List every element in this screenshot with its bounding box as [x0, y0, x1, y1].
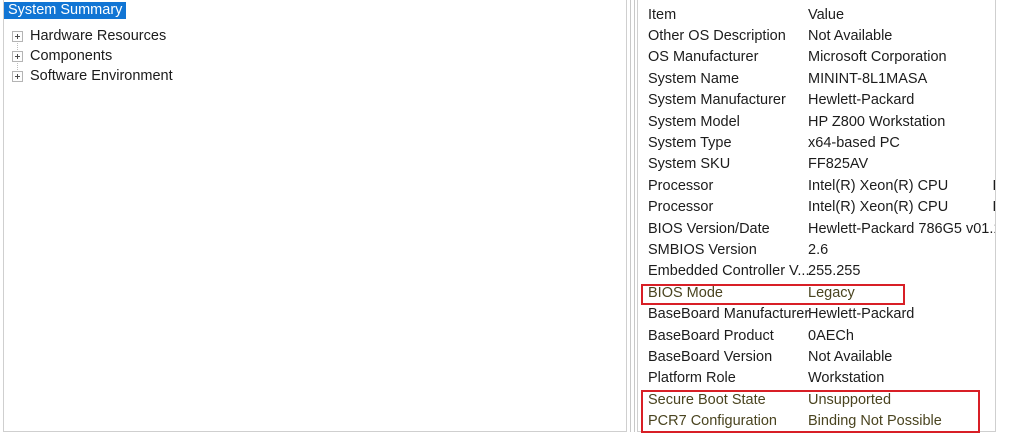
tree-item-hardware-resources[interactable]: Hardware Resources — [12, 26, 166, 46]
details-row-item: System Manufacturer — [648, 92, 786, 109]
details-row-value: 2.6 — [808, 241, 829, 258]
details-row[interactable]: BaseBoard Product 0AECh — [638, 326, 995, 347]
details-row-value: Unsupported — [808, 391, 892, 408]
details-row-item: SMBIOS Version — [648, 241, 757, 258]
details-row-item: Embedded Controller V... — [648, 263, 810, 280]
details-row-item: PCR7 Configuration — [648, 413, 777, 430]
column-header-value: Value — [808, 6, 845, 23]
details-row[interactable]: SMBIOS Version 2.6 — [638, 240, 995, 261]
expand-plus-icon[interactable] — [12, 30, 23, 42]
details-row-value: MININT-8L1MASA — [808, 70, 928, 87]
pane-splitter[interactable] — [630, 0, 635, 432]
details-row-item: System Name — [648, 70, 740, 87]
tree-item-label: Hardware Resources — [30, 28, 167, 44]
details-row-item: BaseBoard Product — [648, 327, 774, 344]
details-row[interactable]: OS Manufacturer Microsoft Corporation — [638, 47, 995, 68]
details-row-item: Secure Boot State — [648, 391, 766, 408]
details-row[interactable]: BIOS Mode Legacy — [638, 283, 995, 304]
details-row-item: Other OS Description — [648, 27, 786, 44]
details-row-item: Processor — [648, 199, 714, 216]
details-row-item: System Type — [648, 134, 732, 151]
details-row[interactable]: BaseBoard Version Not Available — [638, 347, 995, 368]
details-row-item: Processor — [648, 177, 714, 194]
details-row-value: Not Available — [808, 27, 893, 44]
details-column-header-row[interactable]: Item Value — [638, 5, 995, 26]
details-row-value: Not Available — [808, 348, 893, 365]
details-row[interactable]: PCR7 Configuration Binding Not Possible — [638, 411, 995, 431]
details-row-value: 0AECh — [808, 327, 854, 344]
details-row-value: Workstation — [808, 370, 885, 387]
details-row-item: BaseBoard Manufacturer — [648, 306, 810, 323]
expand-plus-icon[interactable] — [12, 50, 23, 62]
tree-item-label: Software Environment — [30, 68, 173, 84]
details-row-value: Hewlett-Packard — [808, 306, 915, 323]
details-row[interactable]: System Name MININT-8L1MASA — [638, 69, 995, 90]
details-row-value: Microsoft Corporation — [808, 49, 947, 66]
details-row-value: FF825AV — [808, 156, 869, 173]
details-row-value: Hewlett-Packard — [808, 92, 915, 109]
expand-plus-icon[interactable] — [12, 70, 23, 82]
details-row[interactable]: System Type x64-based PC — [638, 133, 995, 154]
details-row[interactable]: System SKU FF825AV — [638, 154, 995, 175]
details-row-item: BaseBoard Version — [648, 348, 773, 365]
tree-item-components[interactable]: Components — [12, 46, 112, 66]
tree-item-label: Components — [30, 48, 113, 64]
details-row-value: x64-based PC — [808, 134, 900, 151]
details-row-item: System Model — [648, 113, 740, 130]
details-row[interactable]: Embedded Controller V...255.255 — [638, 261, 995, 282]
details-row-value: Intel(R) Xeon(R) CPU E5506 — [808, 199, 995, 216]
details-row-item: OS Manufacturer — [648, 49, 759, 66]
tree-item-system-summary[interactable]: System Summary — [4, 2, 127, 19]
details-row[interactable]: Processor Intel(R) Xeon(R) CPU E5506 — [638, 176, 995, 197]
details-row-value: Hewlett-Packard 786G5 v01.17, 8/ — [808, 220, 995, 237]
details-row-item: System SKU — [648, 156, 731, 173]
details-row-value: Legacy — [808, 284, 855, 301]
details-row[interactable]: BIOS Version/Date Hewlett-Packard 786G5 v… — [638, 219, 995, 240]
details-row-value: Binding Not Possible — [808, 413, 942, 430]
details-row[interactable]: Secure Boot State Unsupported — [638, 390, 995, 411]
details-row-item: BIOS Version/Date — [648, 220, 770, 237]
details-row-value: HP Z800 Workstation — [808, 113, 946, 130]
details-row-value: 255.255 — [808, 263, 861, 280]
column-header-item: Item — [648, 6, 677, 23]
tree-item-software-environment[interactable]: Software Environment — [12, 66, 173, 86]
details-row-item: BIOS Mode — [648, 284, 723, 301]
details-row[interactable]: System Model HP Z800 Workstation — [638, 112, 995, 133]
details-row[interactable]: System Manufacturer Hewlett-Packard — [638, 90, 995, 111]
details-row-value: Intel(R) Xeon(R) CPU E5506 — [808, 177, 995, 194]
details-row[interactable]: Platform Role Workstation — [638, 368, 995, 389]
details-row-item: Platform Role — [648, 370, 736, 387]
details-row[interactable]: Processor Intel(R) Xeon(R) CPU E5506 — [638, 197, 995, 218]
details-row[interactable]: Other OS Description Not Available — [638, 26, 995, 47]
